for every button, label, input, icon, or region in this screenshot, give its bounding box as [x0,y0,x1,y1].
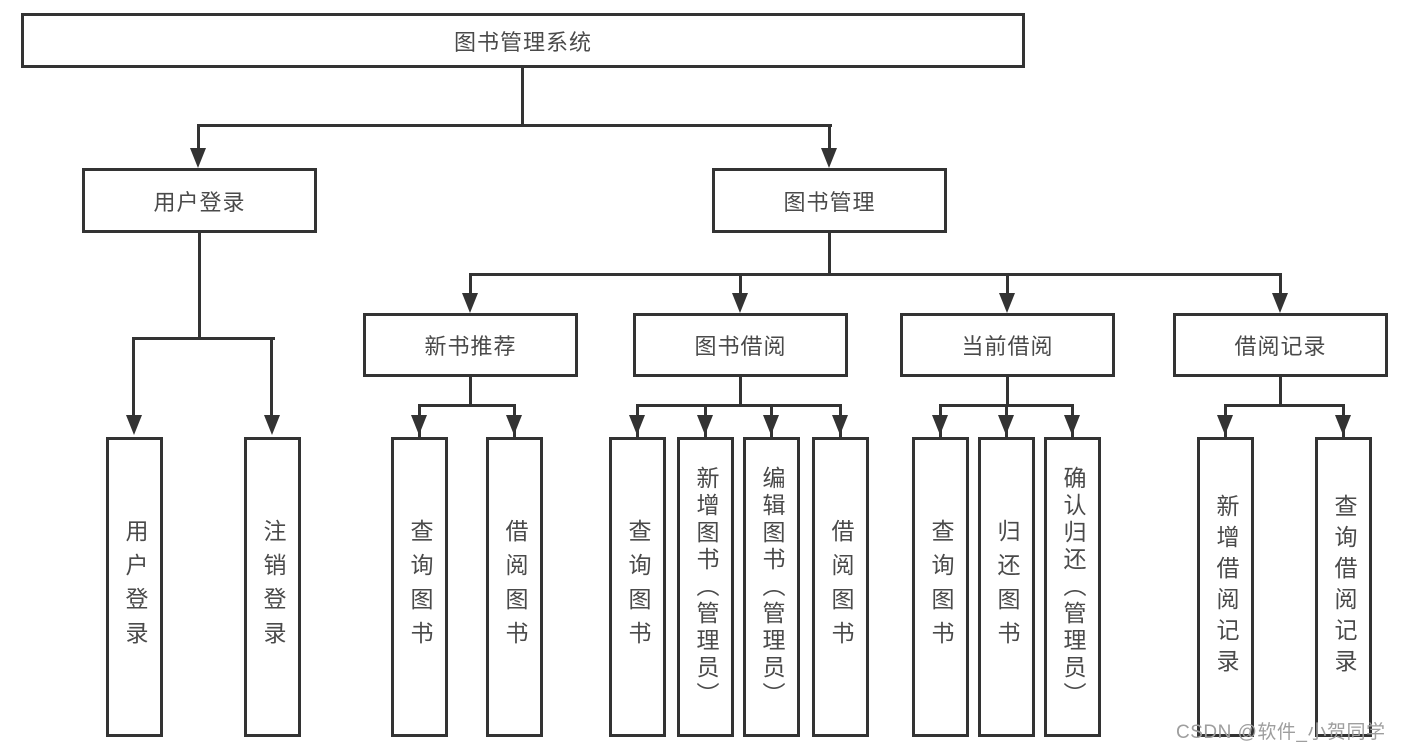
arrow-down-icon [1064,415,1080,435]
leaf-label: 查询图书 [407,519,433,655]
arrow-down-icon [1272,293,1288,313]
node-book-management: 图书管理 [712,168,947,233]
connector-line [197,124,200,150]
node-label: 当前借阅 [961,334,1054,359]
leaf-confirm-return-admin: 确认归还（管理员） [1044,437,1101,737]
arrow-down-icon [629,415,645,435]
connector-line [1279,273,1282,297]
leaf-user-login: 用户登录 [106,437,163,737]
arrow-down-icon [763,415,779,435]
arrow-down-icon [1335,415,1351,435]
arrow-down-icon [1217,415,1233,435]
connector-line [469,273,472,297]
leaf-query-borrow-record: 查询借阅记录 [1315,437,1372,737]
connector-line [418,404,516,407]
connector-line [132,337,135,417]
connector-line [197,124,832,127]
node-borrowing-records: 借阅记录 [1173,313,1388,377]
leaf-label: 查询借阅记录 [1331,494,1357,680]
leaf-label: 归还图书 [994,519,1020,655]
leaf-label: 新增图书（管理员） [693,465,719,709]
node-user-login: 用户登录 [82,168,317,233]
connector-line [469,273,1282,276]
arrow-down-icon [264,415,280,435]
arrow-down-icon [821,148,837,168]
leaf-label: 借阅图书 [828,519,854,655]
connector-line [739,273,742,297]
arrow-down-icon [462,293,478,313]
leaf-label: 查询图书 [625,519,651,655]
connector-line [828,233,831,276]
connector-line [636,404,842,407]
arrow-down-icon [998,415,1014,435]
connector-line [1006,273,1009,297]
connector-line [1224,404,1345,407]
node-new-book-recommendation: 新书推荐 [363,313,578,377]
arrow-down-icon [411,415,427,435]
connector-line [270,337,273,417]
watermark: CSDN @软件_小贺同学 [1176,722,1386,743]
connector-line [469,377,472,406]
leaf-label: 注销登录 [260,519,286,655]
leaf-return-books: 归还图书 [978,437,1035,737]
leaf-label: 查询图书 [928,519,954,655]
node-book-borrowing: 图书借阅 [633,313,848,377]
leaf-logout: 注销登录 [244,437,301,737]
arrow-down-icon [732,293,748,313]
leaf-query-books-borrowing: 查询图书 [609,437,666,737]
connector-line [1279,377,1282,406]
leaf-label: 确认归还（管理员） [1060,465,1086,709]
node-label: 图书管理 [783,189,876,215]
leaf-edit-books-admin: 编辑图书（管理员） [743,437,800,737]
node-label: 借阅记录 [1234,334,1327,359]
leaf-label: 编辑图书（管理员） [759,465,785,709]
node-label: 新书推荐 [424,334,517,359]
node-current-borrowing: 当前借阅 [900,313,1115,377]
leaf-query-books-current: 查询图书 [912,437,969,737]
leaf-label: 借阅图书 [502,519,528,655]
leaf-add-books-admin: 新增图书（管理员） [677,437,734,737]
node-label: 图书管理系统 [453,29,592,55]
leaf-query-books-recommend: 查询图书 [391,437,448,737]
arrow-down-icon [697,415,713,435]
arrow-down-icon [932,415,948,435]
node-label: 用户登录 [153,189,246,215]
arrow-down-icon [126,415,142,435]
node-label: 图书借阅 [694,334,787,359]
leaf-borrow-books-recommend: 借阅图书 [486,437,543,737]
leaf-label: 用户登录 [122,519,148,655]
connector-line [739,377,742,406]
arrow-down-icon [190,148,206,168]
connector-line [132,337,275,340]
connector-line [1006,377,1009,406]
arrow-down-icon [832,415,848,435]
node-library-management-system: 图书管理系统 [21,13,1025,68]
connector-line [828,124,831,150]
leaf-add-borrow-record: 新增借阅记录 [1197,437,1254,737]
arrow-down-icon [506,415,522,435]
connector-line [521,68,524,126]
connector-line [198,233,201,340]
leaf-borrow-books-borrowing: 借阅图书 [812,437,869,737]
leaf-label: 新增借阅记录 [1213,494,1239,680]
arrow-down-icon [999,293,1015,313]
